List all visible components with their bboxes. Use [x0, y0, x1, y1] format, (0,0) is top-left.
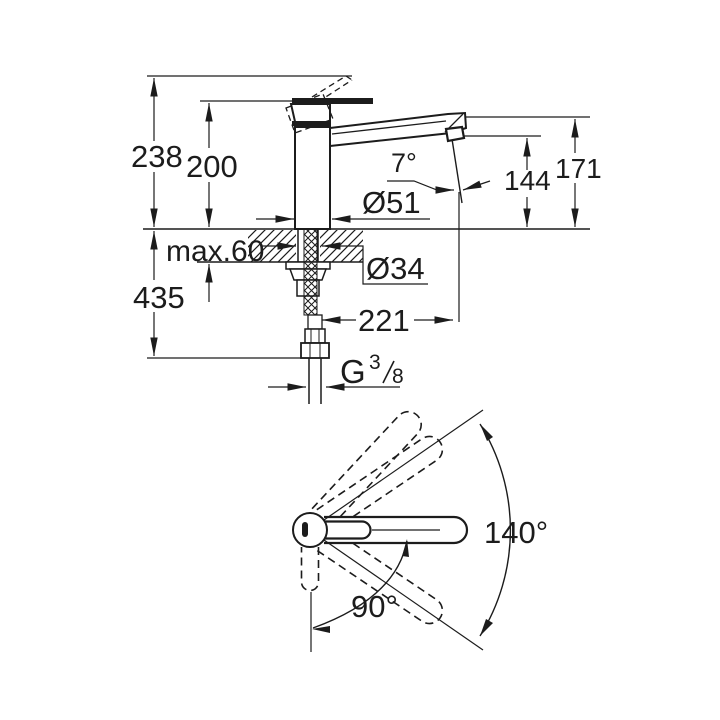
radial-upper — [323, 409, 484, 521]
label-spout-height: 171 — [555, 153, 602, 184]
body-top — [292, 512, 328, 548]
label-spout-reach: 221 — [358, 303, 410, 338]
radial-lower — [323, 539, 484, 651]
label-base-diameter: Ø51 — [362, 185, 421, 220]
top-view: 140° 90° — [292, 409, 548, 652]
label-counter-thickness: max.60 — [166, 235, 264, 268]
lever-raised-dashed — [285, 75, 353, 134]
label-thread-prefix: G — [340, 353, 366, 390]
faucet-body — [289, 98, 468, 230]
lever-top — [324, 520, 372, 540]
label-spout-swivel: 140° — [484, 515, 548, 550]
arc-arrowheads — [312, 424, 493, 636]
label-lever-swivel: 90° — [351, 589, 398, 624]
label-outlet-height: 144 — [504, 165, 551, 196]
faucet-top — [292, 512, 469, 548]
side-view-labels: 238 200 435 max.60 Ø51 Ø34 221 7° 144 17… — [131, 139, 602, 390]
label-hole-diameter: Ø34 — [366, 251, 425, 286]
mounting-parts — [285, 228, 331, 404]
hose-connector-nut — [300, 342, 330, 359]
faucet-column — [294, 126, 331, 230]
top-view-labels: 140° 90° — [351, 515, 548, 624]
label-thread-numerator: 3 — [369, 351, 381, 374]
spout-outlet — [444, 125, 466, 143]
reference-lines — [143, 75, 590, 359]
dim-spout-angle — [387, 180, 491, 194]
spout — [329, 111, 468, 148]
dim-hole-diameter — [261, 242, 428, 285]
connection-pipe — [308, 358, 322, 404]
mounting-shank — [297, 229, 319, 262]
label-spout-angle: 7° — [391, 148, 417, 178]
swivel-dimensions — [310, 409, 512, 652]
arc-140 — [479, 423, 512, 637]
body-mark — [302, 522, 308, 537]
label-thread-denominator: 8 — [392, 365, 404, 388]
head-ring — [292, 121, 330, 126]
lever-handle — [292, 98, 373, 104]
dimension-lines — [150, 78, 579, 391]
outlet-tilt-line — [451, 138, 463, 204]
fraction-slash — [382, 360, 395, 384]
label-body-height: 200 — [186, 149, 238, 184]
braided-hose — [303, 228, 318, 316]
lever-down-dashed — [300, 547, 320, 592]
label-below-counter: 435 — [133, 280, 185, 315]
label-total-height: 238 — [131, 139, 183, 174]
swivel-positions-dashed — [300, 410, 444, 625]
side-view: 238 200 435 max.60 Ø51 Ø34 221 7° 144 17… — [131, 75, 602, 404]
